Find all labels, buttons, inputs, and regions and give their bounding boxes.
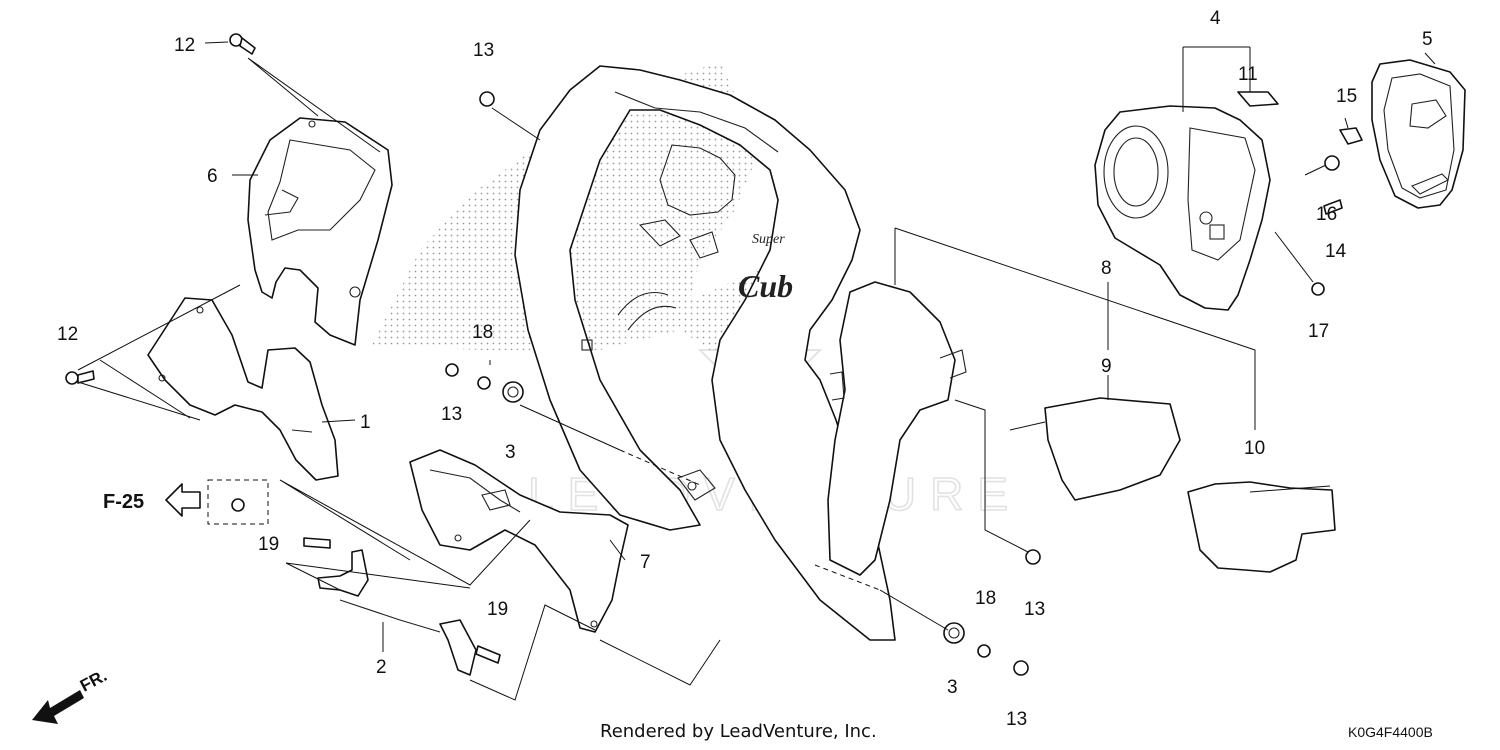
- reference-f25: F-25: [103, 479, 269, 525]
- callout-18-right: 18: [975, 588, 996, 609]
- ref-label: F-25: [103, 491, 144, 513]
- logo-cub-text: Cub: [738, 268, 793, 304]
- ref-arrow-icon: [165, 483, 201, 517]
- part-11-clip: [1237, 91, 1279, 107]
- callout-1: 1: [360, 412, 371, 433]
- leader-lines: [77, 41, 1436, 701]
- part-1-lower-panel: [147, 297, 339, 481]
- callout-13-top: 13: [473, 40, 494, 61]
- part-10-pad: [1187, 481, 1336, 573]
- leg-shield-main-cover: [514, 65, 896, 641]
- part-4-meter-case: [1094, 105, 1271, 311]
- front-arrow-icon: [32, 690, 84, 724]
- callout-2: 2: [376, 657, 387, 678]
- callout-13-mid: 13: [441, 404, 462, 425]
- callout-9: 9: [1101, 356, 1112, 377]
- callout-13-bottom: 13: [1006, 709, 1027, 730]
- callout-3-left: 3: [505, 442, 516, 463]
- callout-12-left: 12: [57, 324, 78, 345]
- part-2-stay: [317, 549, 369, 597]
- part-7-duct-bracket: [409, 449, 629, 633]
- part-2-stay-end: [439, 619, 477, 676]
- front-direction-indicator: FR.: [32, 666, 110, 724]
- callout-6: 6: [207, 166, 218, 187]
- callout-7: 7: [640, 552, 651, 573]
- callout-17: 17: [1308, 321, 1329, 342]
- callout-8: 8: [1101, 258, 1112, 279]
- callout-4: 4: [1210, 8, 1221, 29]
- front-label: FR.: [77, 666, 110, 696]
- rear-back-cover: [827, 281, 956, 576]
- callout-13-right: 13: [1024, 599, 1045, 620]
- callout-10: 10: [1244, 438, 1265, 459]
- part-6-inner-frame: [247, 117, 393, 346]
- callout-11: 11: [1238, 64, 1258, 85]
- callout-12-top: 12: [174, 35, 195, 56]
- part-14-spring: [1323, 199, 1343, 215]
- callout-3-right: 3: [947, 677, 958, 698]
- callout-16: 16: [1316, 204, 1337, 225]
- logo-super-text: Super: [752, 232, 785, 247]
- callout-19-right: 19: [487, 599, 508, 620]
- emblem-dotted-background: [372, 62, 800, 350]
- callout-15: 15: [1336, 86, 1357, 107]
- callout-18-left: 18: [472, 322, 493, 343]
- part-9-pad: [1044, 397, 1181, 501]
- callout-19-left: 19: [258, 534, 279, 555]
- callout-5: 5: [1422, 29, 1433, 50]
- callout-14: 14: [1325, 241, 1347, 262]
- part-15-grommet: [1339, 127, 1363, 145]
- fasteners: [65, 33, 1340, 676]
- diagram-code: K0G4F4400B: [1348, 724, 1433, 740]
- footer-credit: Rendered by LeadVenture, Inc.: [600, 721, 877, 742]
